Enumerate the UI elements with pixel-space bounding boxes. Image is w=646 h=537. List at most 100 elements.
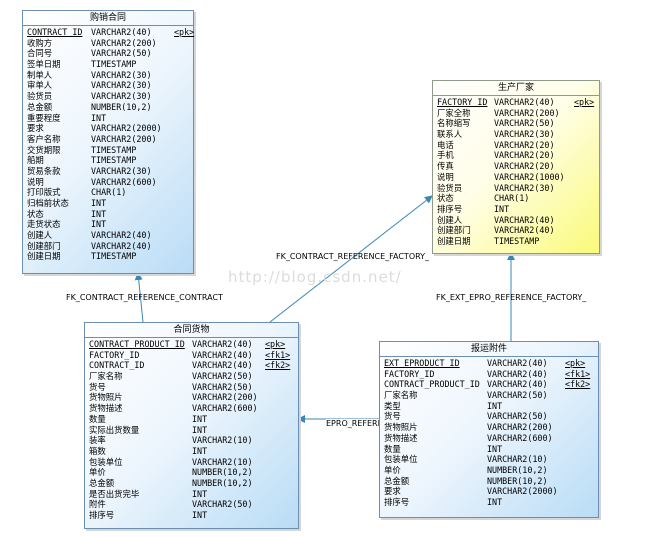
column-name: 创建人 — [437, 214, 463, 225]
column-type: NUMBER(10,2) — [487, 475, 548, 486]
column-name: 说明 — [27, 176, 44, 187]
column-name: 状态 — [437, 193, 454, 204]
column-type: INT — [192, 413, 208, 424]
table-row[interactable]: 名称缩写 VARCHAR2(50) — [437, 118, 595, 129]
column-type: NUMBER(10,2) — [91, 101, 152, 112]
column-type: VARCHAR2(10) — [192, 456, 253, 467]
column-name: 重要程度 — [27, 112, 61, 123]
column-type: VARCHAR2(30) — [494, 129, 555, 140]
link-contract-product-to-contract — [134, 272, 144, 323]
column-name: 收购方 — [27, 37, 53, 48]
entity-title: 购销合同 — [23, 11, 193, 26]
column-name: 验货员 — [437, 182, 463, 193]
column-name: 名称缩写 — [437, 118, 471, 129]
column-name: 货号 — [89, 381, 106, 392]
column-type: VARCHAR2(30) — [91, 91, 152, 102]
column-key: <pk> — [265, 339, 286, 349]
column-type: VARCHAR2(40) — [192, 339, 253, 349]
column-key: <fk2> — [265, 360, 291, 371]
column-name: 状态 — [27, 208, 44, 219]
column-name: 归档前状态 — [27, 198, 69, 208]
column-type: TIMESTAMP — [494, 235, 540, 246]
column-type: VARCHAR2(50) — [494, 118, 555, 129]
column-type: INT — [192, 510, 208, 520]
column-type: VARCHAR2(30) — [91, 165, 152, 176]
watermark: http://blog.csdn.net/ — [228, 268, 402, 286]
column-type: NUMBER(10,2) — [192, 467, 253, 478]
column-key: <fk2> — [565, 379, 591, 390]
